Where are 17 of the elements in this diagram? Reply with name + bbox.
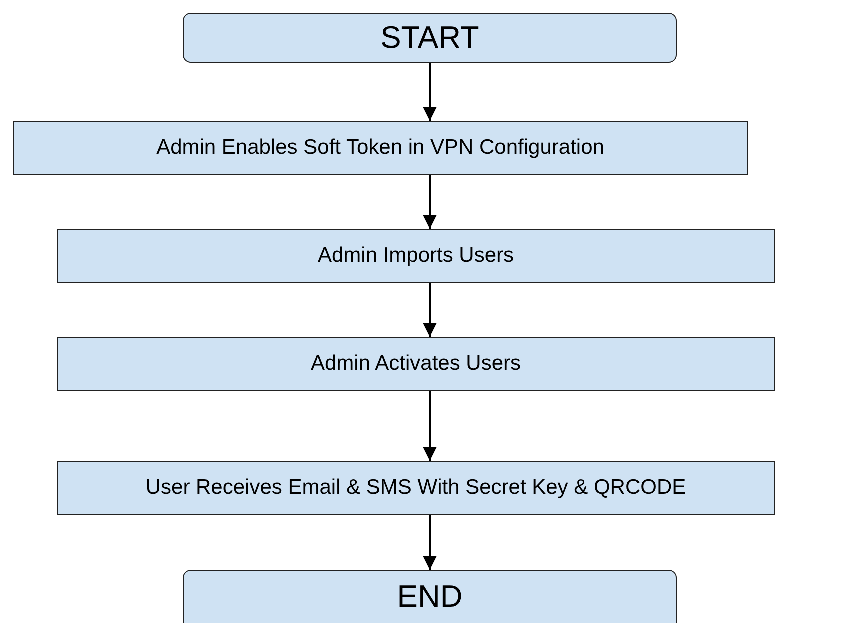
process-box xyxy=(57,337,775,391)
step-label: Admin Enables Soft Token in VPN Configuration xyxy=(156,136,604,160)
step-label: Admin Activates Users xyxy=(310,352,522,376)
arrow xyxy=(423,515,437,570)
step-label: Admin Imports Users xyxy=(318,244,514,268)
terminal-box xyxy=(183,570,677,623)
terminal-box xyxy=(183,13,677,63)
arrow xyxy=(423,63,437,121)
arrow xyxy=(423,175,437,229)
process-box xyxy=(57,461,775,515)
arrow xyxy=(423,391,437,461)
step-label: User Receives Email & SMS With Secret Key & QRCODE xyxy=(146,476,686,500)
process-box xyxy=(57,229,775,283)
process-box xyxy=(13,121,748,175)
terminal-label: END xyxy=(397,579,463,615)
terminal-label: START xyxy=(380,20,480,56)
arrow xyxy=(423,283,437,337)
